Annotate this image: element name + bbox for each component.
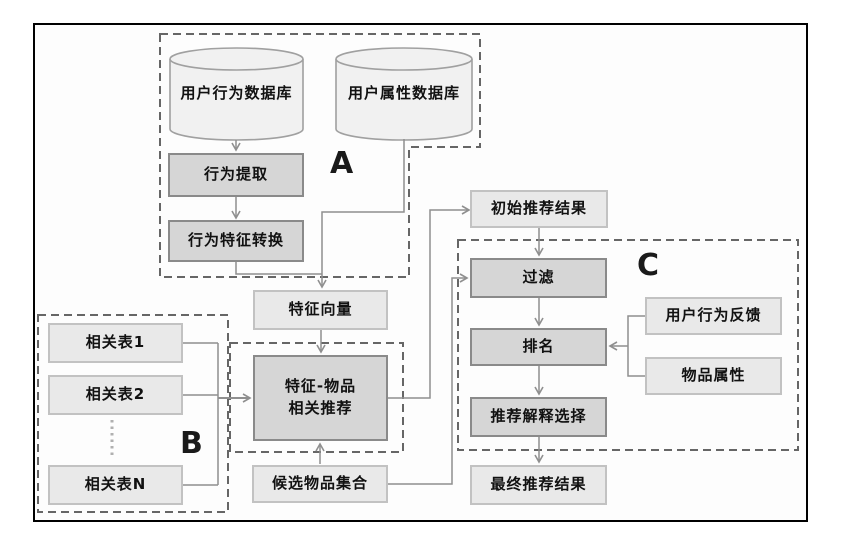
node-label: 行为特征转换: [187, 231, 284, 250]
node-initial-results: 初始推荐结果: [470, 190, 608, 228]
node-candidate-items: 候选物品集合: [252, 465, 388, 503]
node-feature-vector: 特征向量: [253, 290, 388, 330]
node-user-behavior-db: 用户行为数据库: [170, 70, 303, 114]
node-label: 用户行为数据库: [180, 83, 293, 102]
node-label: 候选物品集合: [271, 474, 368, 493]
node-user-attr-db: 用户属性数据库: [336, 70, 472, 114]
group-c-label: C: [637, 248, 660, 283]
node-label: 相关表N: [84, 475, 147, 494]
group-a-outline: [159, 33, 481, 278]
node-behavior-extract: 行为提取: [168, 153, 304, 197]
cylinders: [169, 47, 473, 141]
node-label: 排名: [522, 337, 555, 356]
arrow-featureitem-to-initial: [388, 205, 471, 399]
node-behavior-feature-convert: 行为特征转换: [168, 220, 304, 262]
user-attr-db-cylinder: [335, 47, 473, 141]
node-label: 推荐解释选择: [490, 407, 587, 426]
node-final-results: 最终推荐结果: [470, 465, 607, 505]
node-label: 特征向量: [288, 300, 353, 319]
node-label: 物品属性: [681, 366, 746, 385]
arrow-attrdb-to-featurevector: [317, 139, 405, 289]
node-filter: 过滤: [470, 258, 607, 298]
node-user-feedback: 用户行为反馈: [645, 297, 782, 335]
node-label: 用户属性数据库: [347, 83, 460, 102]
group-a-label: A: [330, 146, 354, 181]
group-c-outline: [457, 239, 799, 451]
node-label: 过滤: [522, 268, 555, 287]
line-feedback-bracket: [627, 315, 645, 377]
node-label: 相关表1: [85, 333, 146, 352]
group-b-outline: [37, 314, 229, 513]
connectors: [183, 139, 645, 486]
node-label: 相关表2: [85, 385, 146, 404]
arrow-candidates-to-filter: [388, 273, 469, 485]
node-ranking: 排名: [470, 328, 607, 366]
node-label: 初始推荐结果: [490, 199, 587, 218]
node-label: 行为提取: [203, 165, 268, 184]
node-rel-table-n: 相关表N: [48, 465, 183, 505]
node-label: 最终推荐结果: [490, 475, 587, 494]
node-label: 用户行为反馈: [665, 306, 762, 325]
line-convert-to-merge: [235, 261, 322, 275]
node-label: 特征-物品 相关推荐: [284, 377, 357, 417]
node-item-attrs: 物品属性: [645, 357, 782, 395]
node-feature-item-rec: 特征-物品 相关推荐: [253, 355, 388, 441]
node-explain-select: 推荐解释选择: [470, 397, 607, 437]
node-rel-table-2: 相关表2: [48, 375, 183, 415]
node-rel-table-1: 相关表1: [48, 323, 183, 363]
user-behavior-db-cylinder: [169, 47, 304, 141]
group-b-label: B: [180, 426, 203, 461]
